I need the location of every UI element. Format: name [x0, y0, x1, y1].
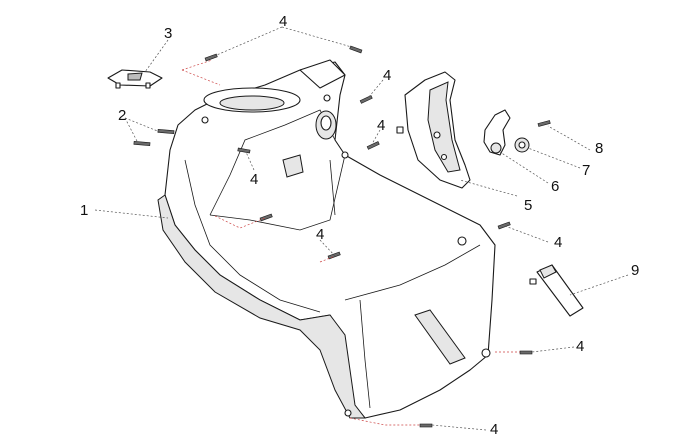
- callout-9: 9: [631, 262, 639, 279]
- part-7-nut: [514, 137, 530, 153]
- callout-labels: 1 2 3 4 4 4 4 4 4 4 4 5 6 7 8 9: [80, 13, 639, 438]
- callout-1: 1: [80, 202, 88, 219]
- callout-3: 3: [164, 25, 172, 42]
- leader-lines: [94, 26, 629, 431]
- callout-6: 6: [551, 178, 559, 195]
- callout-7: 7: [582, 162, 590, 179]
- part-8-screw: [537, 120, 551, 127]
- part-5-side-cover: [396, 71, 471, 189]
- callout-4-b: 4: [377, 117, 385, 134]
- callout-5: 5: [524, 197, 532, 214]
- callout-4-top: 4: [279, 13, 287, 30]
- callout-2: 2: [118, 107, 126, 124]
- callout-4-e: 4: [554, 234, 562, 251]
- part-9-lid: [529, 264, 584, 317]
- part-6-latch: [483, 109, 511, 156]
- callout-4-d: 4: [316, 226, 324, 243]
- callout-4-a: 4: [383, 67, 391, 84]
- callout-8: 8: [595, 140, 603, 157]
- part-3-clip: [107, 69, 163, 89]
- callout-4-c: 4: [250, 171, 258, 188]
- part-2-screws: [133, 128, 175, 147]
- callout-4-f: 4: [576, 338, 584, 355]
- callout-4-g: 4: [490, 421, 498, 438]
